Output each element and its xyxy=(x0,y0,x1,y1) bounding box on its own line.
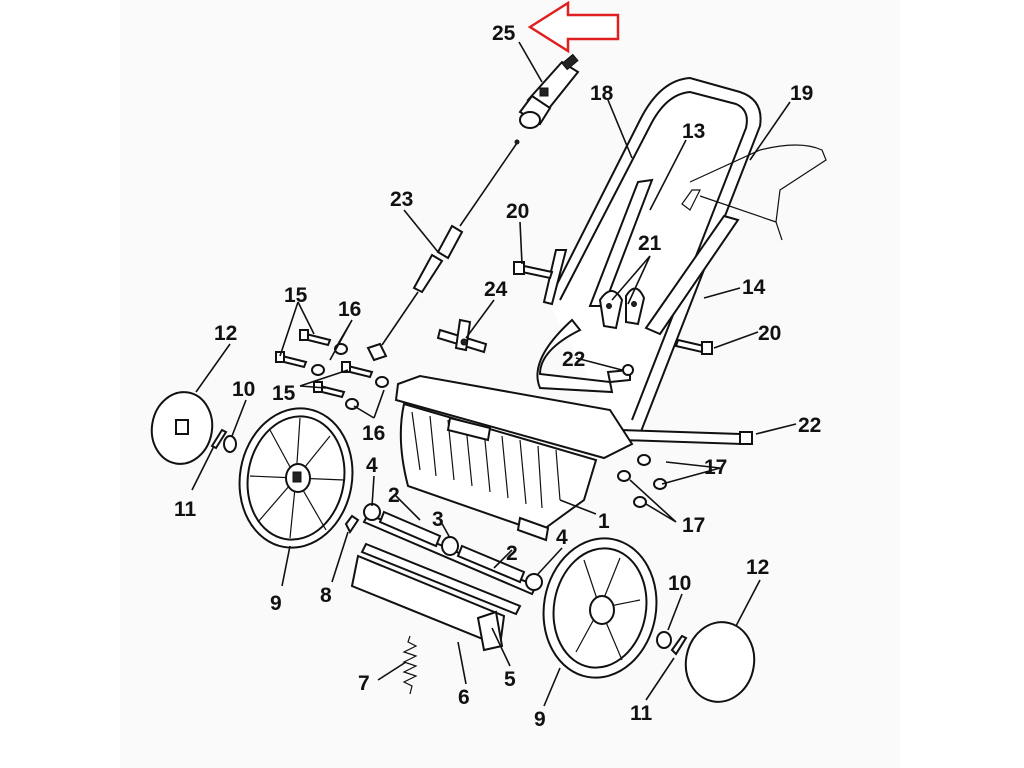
label-22-upper: 22 xyxy=(562,348,585,371)
label-15-lower: 15 xyxy=(272,382,296,405)
label-17-upper: 17 xyxy=(704,456,727,479)
label-13: 13 xyxy=(682,120,705,143)
label-16-lower: 16 xyxy=(362,422,385,445)
label-15-upper: 15 xyxy=(284,284,308,307)
diagram-panel xyxy=(120,0,900,768)
part-20-bolt-right xyxy=(674,338,713,355)
label-21: 21 xyxy=(638,232,662,255)
part-25-control-knob xyxy=(518,53,580,129)
part-6-bracket xyxy=(350,542,522,652)
label-14: 14 xyxy=(742,276,766,299)
label-17-lower: 17 xyxy=(682,514,705,537)
part-2-3-4-axle-assembly xyxy=(362,503,543,596)
label-20-upper: 20 xyxy=(506,200,529,223)
part-12-hub-cap-right xyxy=(684,621,756,703)
part-23-control-rod xyxy=(366,139,520,362)
part-10-washer-right xyxy=(656,631,672,649)
part-17-nuts xyxy=(617,454,667,508)
label-24: 24 xyxy=(484,278,508,301)
label-22-right: 22 xyxy=(798,414,821,437)
label-9-right: 9 xyxy=(534,708,546,731)
label-4-right: 4 xyxy=(556,526,568,549)
leader-lines xyxy=(191,41,797,707)
part-9-wheel-right xyxy=(542,537,658,679)
part-11-cotter-pin-left xyxy=(210,428,228,450)
label-9-left: 9 xyxy=(270,592,282,615)
label-6: 6 xyxy=(458,686,470,709)
part-18-handle-frame xyxy=(536,76,762,446)
part-1-hopper xyxy=(394,374,634,542)
part-21-clips xyxy=(598,287,646,330)
label-2-right: 2 xyxy=(506,542,518,565)
label-12-right: 12 xyxy=(746,556,769,579)
label-10-left: 10 xyxy=(232,378,255,401)
label-11-left: 11 xyxy=(174,498,197,521)
part-7-spring xyxy=(402,635,418,695)
part-11-cotter-pin-right xyxy=(670,634,688,656)
label-4-left: 4 xyxy=(366,454,378,477)
label-19: 19 xyxy=(790,82,813,105)
part-24-agitator xyxy=(436,318,488,354)
part-8-clip xyxy=(344,514,360,534)
label-12-left: 12 xyxy=(214,322,237,345)
part-22-cap-upper xyxy=(622,364,634,376)
label-16-upper: 16 xyxy=(338,298,361,321)
part-12-hub-cap-left xyxy=(150,391,214,465)
part-20-bolt-upper xyxy=(513,261,554,280)
label-25: 25 xyxy=(492,22,516,45)
label-20-right: 20 xyxy=(758,322,781,345)
label-11-right: 11 xyxy=(630,702,653,725)
part-10-washer-left xyxy=(223,435,237,453)
part-16-washers xyxy=(311,343,389,410)
part-number-labels: 25 18 19 13 23 20 21 14 24 15 16 12 20 2… xyxy=(174,22,821,731)
label-18: 18 xyxy=(590,82,614,105)
label-1: 1 xyxy=(598,510,610,533)
label-5: 5 xyxy=(504,668,516,691)
label-3: 3 xyxy=(432,508,444,531)
label-8: 8 xyxy=(320,584,332,607)
part-9-wheel-left xyxy=(238,407,354,549)
red-arrow-icon xyxy=(527,0,620,54)
label-10-right: 10 xyxy=(668,572,691,595)
label-7: 7 xyxy=(358,672,370,695)
part-19-wire-bail xyxy=(681,144,827,241)
label-2-left: 2 xyxy=(388,484,400,507)
label-23: 23 xyxy=(390,188,413,211)
